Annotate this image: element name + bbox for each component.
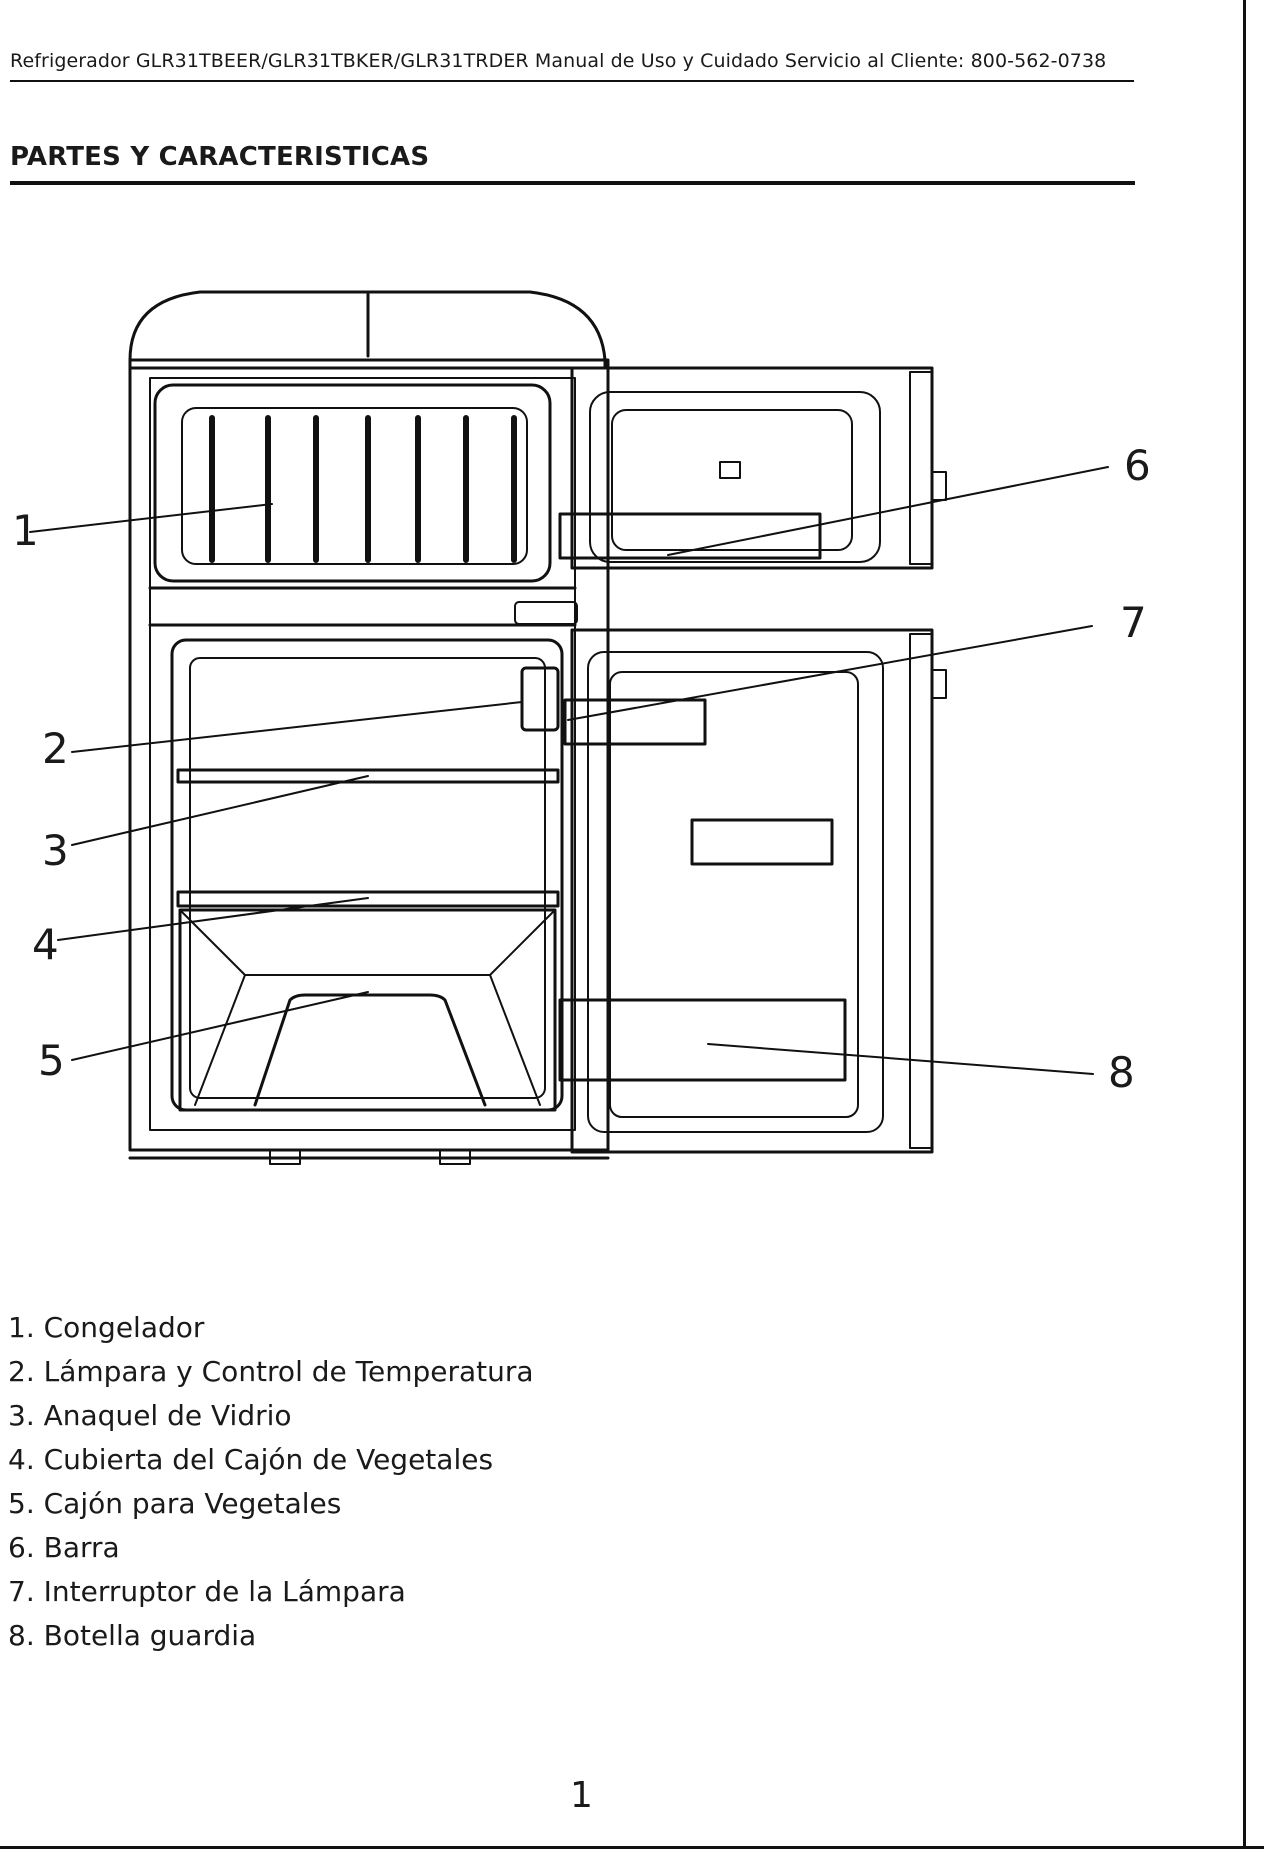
section-rule	[10, 181, 1135, 185]
fridge-door-hinge	[931, 669, 947, 699]
freezer-door-liner	[589, 391, 881, 563]
fridge-compartment	[170, 638, 564, 1112]
foot-right	[439, 1149, 471, 1165]
section-title: PARTES Y CARACTERISTICAS	[10, 142, 430, 172]
callout-3: 3	[42, 826, 69, 875]
list-item: 1. Congelador	[8, 1311, 205, 1344]
lamp-switch-bar	[563, 698, 707, 746]
callout-8: 8	[1108, 1048, 1135, 1097]
freezer-door-panel	[611, 409, 853, 551]
crisper-drawer	[178, 908, 557, 1112]
fridge-door-liner	[587, 651, 884, 1133]
list-item: 6. Barra	[8, 1531, 120, 1564]
refrigerator-drawing	[29, 290, 1109, 1165]
glass-shelf	[176, 768, 560, 784]
callout-2: 2	[42, 724, 69, 773]
lamp-housing	[520, 666, 560, 732]
refrigerator-diagram: 1 2 3 4 5 6 7 8	[0, 280, 1160, 1180]
list-item: 5. Cajón para Vegetales	[8, 1487, 342, 1520]
freezer-door-clip	[719, 461, 741, 479]
control-knob	[514, 601, 578, 625]
fridge-door-panel	[609, 671, 859, 1118]
cabinet-inner	[149, 377, 576, 1131]
door-bin	[690, 818, 834, 866]
callout-4: 4	[32, 920, 59, 969]
callout-1: 1	[12, 506, 39, 555]
freezer-door-edge	[909, 371, 933, 565]
foot-left	[269, 1149, 301, 1165]
right-margin-line	[1243, 0, 1246, 1849]
crisper-bevel	[179, 909, 556, 976]
cabinet-body	[128, 358, 610, 1152]
crisper-handle	[253, 993, 487, 1107]
freezer-door-hinge	[931, 471, 947, 501]
header-rule	[10, 80, 1134, 82]
callout-6: 6	[1124, 441, 1151, 490]
bottom-rule	[0, 1846, 1264, 1849]
page-number: 1	[570, 1775, 593, 1816]
bottle-guard	[558, 998, 847, 1082]
freezer-liner	[181, 407, 528, 565]
crisper-sides	[194, 974, 541, 1106]
freezer-ribs	[209, 415, 517, 563]
callout-7: 7	[1120, 598, 1147, 647]
leader-lines	[29, 466, 1109, 1075]
parts-list: 1. Congelador 2. Lámpara y Control de Te…	[8, 1306, 534, 1658]
freezer-compartment	[153, 383, 552, 583]
list-item: 2. Lámpara y Control de Temperatura	[8, 1355, 534, 1388]
fridge-door-edge	[909, 633, 933, 1149]
crisper-cover	[176, 890, 560, 908]
list-item: 8. Botella guardia	[8, 1619, 257, 1652]
list-item: 4. Cubierta del Cajón de Vegetales	[8, 1443, 494, 1476]
page-header: Refrigerador GLR31TBEER/GLR31TBKER/GLR31…	[10, 50, 1107, 72]
fridge-door	[570, 628, 934, 1154]
freezer-door-bar	[558, 512, 822, 560]
list-item: 3. Anaquel de Vidrio	[8, 1399, 292, 1432]
fridge-liner	[189, 657, 546, 1099]
list-item: 7. Interruptor de la Lámpara	[8, 1575, 406, 1608]
callout-5: 5	[38, 1036, 65, 1085]
cabinet-top	[128, 290, 607, 370]
